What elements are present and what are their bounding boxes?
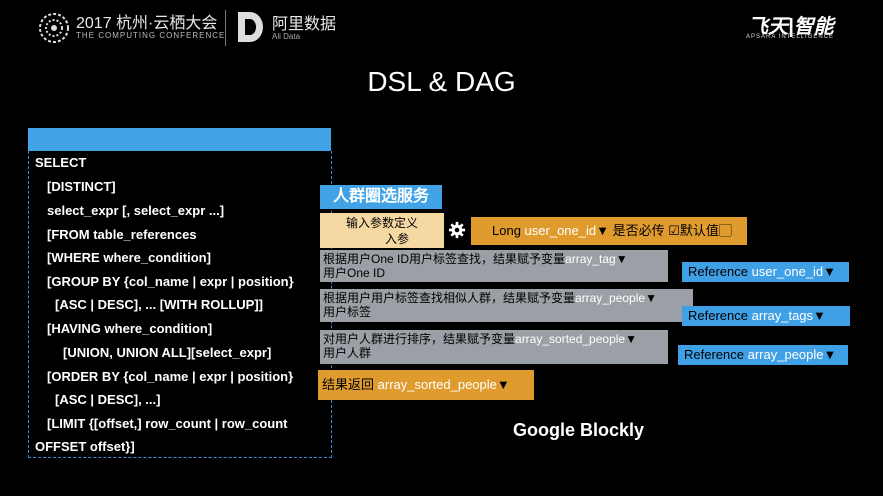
reference-block-array-tags[interactable]: Reference array_tags▼	[682, 306, 850, 326]
lookup-tags-block[interactable]: 根据用户One ID用户标签查找，结果赋予变量array_tag▼ 用户One …	[320, 250, 668, 282]
input-param-label: 输入参数定义	[345, 216, 418, 230]
param-options-label: ▼ 是否必传 ☑默认值▢	[596, 223, 732, 238]
sql-line: OFFSET offset}]	[35, 439, 135, 454]
google-blockly-caption: Google Blockly	[513, 420, 645, 440]
reference-variable-dropdown[interactable]: array_tags	[751, 308, 814, 323]
chevron-down-icon[interactable]: ▼	[625, 332, 637, 346]
input-param-block[interactable]: 输入参数定义 入参	[320, 213, 444, 248]
sql-line: [ORDER BY {col_name | expr | position}	[47, 369, 294, 384]
lookup-tags-input-label: 用户One ID	[323, 266, 386, 280]
lookup-tags-variable-dropdown[interactable]: array_tag	[565, 252, 616, 266]
sql-line: [UNION, UNION ALL][select_expr]	[63, 345, 272, 360]
conference-title: 2017 杭州·云栖大会	[76, 15, 218, 32]
gear-icon[interactable]	[448, 221, 466, 239]
conference-subtitle: THE COMPUTING CONFERENCE	[76, 31, 226, 40]
reference-variable-dropdown[interactable]: user_one_id	[751, 264, 824, 279]
reference-block-array-people[interactable]: Reference array_people▼	[678, 345, 848, 365]
chevron-down-icon[interactable]: ▼	[645, 291, 657, 305]
input-param-sublabel: 入参	[384, 232, 409, 246]
chevron-down-icon[interactable]: ▼	[496, 377, 510, 392]
reference-variable-dropdown[interactable]: array_people	[747, 347, 824, 362]
return-result-block[interactable]: 结果返回 array_sorted_people▼	[318, 370, 534, 400]
similar-people-variable-dropdown[interactable]: array_people	[575, 291, 646, 305]
sort-people-input-label: 用户人群	[323, 346, 372, 360]
service-title-block[interactable]: 人群圈选服务	[320, 185, 442, 209]
ali-data-name: 阿里数据	[272, 16, 337, 33]
sql-line: select_expr [, select_expr ...]	[47, 203, 225, 218]
chevron-down-icon[interactable]: ▼	[615, 252, 628, 266]
similar-people-block[interactable]: 根据用户用户标签查找相似人群，结果赋予变量array_people▼ 用户标签	[320, 289, 693, 322]
sql-line: [DISTINCT]	[47, 179, 116, 194]
sql-line: [ASC | DESC], ... [WITH ROLLUP]]	[55, 297, 264, 312]
ali-data-subtitle: Ali Data	[272, 32, 301, 41]
apsara-intelligence-subtitle: APSARA INTELLIGENCE	[746, 34, 835, 40]
chevron-down-icon[interactable]: ▼	[823, 347, 837, 362]
chevron-down-icon[interactable]: ▼	[823, 264, 837, 279]
chevron-down-icon[interactable]: ▼	[813, 308, 826, 323]
param-variable-dropdown[interactable]: user_one_id	[524, 223, 597, 238]
header-divider	[225, 10, 226, 46]
reference-label: Reference	[688, 308, 748, 323]
sql-line: [FROM table_references	[47, 227, 197, 242]
apsara-intelligence-logo: 飞天|智能	[748, 16, 834, 38]
sort-people-block[interactable]: 对用户人群进行排序，结果赋予变量array_sorted_people▼ 用户人…	[320, 330, 668, 364]
similar-people-input-label: 用户标签	[323, 305, 372, 319]
param-type-label: Long	[492, 223, 521, 238]
param-definition-block[interactable]: Long user_one_id▼ 是否必传 ☑默认值▢	[471, 217, 747, 245]
slide-title: DSL & DAG	[367, 66, 516, 97]
lookup-tags-label: 根据用户One ID用户标签查找，结果赋予变量	[323, 252, 566, 266]
sql-line: [HAVING where_condition]	[47, 321, 213, 336]
return-result-label: 结果返回	[322, 377, 375, 392]
sql-panel-header	[28, 128, 331, 151]
ali-data-logo-icon	[238, 12, 263, 42]
sql-line: [LIMIT {[offset,] row_count | row_count	[47, 416, 288, 431]
sql-line: [WHERE where_condition]	[47, 250, 211, 265]
reference-block-user-one-id[interactable]: Reference user_one_id▼	[682, 262, 849, 282]
sql-line: [ASC | DESC], ...]	[55, 392, 161, 407]
sort-people-variable-dropdown[interactable]: array_sorted_people	[515, 332, 626, 346]
sql-line: SELECT	[35, 155, 87, 170]
sql-line: [GROUP BY {col_name | expr | position}	[47, 274, 294, 289]
reference-label: Reference	[688, 264, 748, 279]
computing-conference-logo-icon	[39, 13, 69, 43]
sort-people-label: 对用户人群进行排序，结果赋予变量	[323, 332, 516, 346]
return-result-variable-dropdown[interactable]: array_sorted_people	[377, 377, 497, 392]
reference-label: Reference	[684, 347, 744, 362]
similar-people-label: 根据用户用户标签查找相似人群，结果赋予变量	[323, 291, 576, 305]
